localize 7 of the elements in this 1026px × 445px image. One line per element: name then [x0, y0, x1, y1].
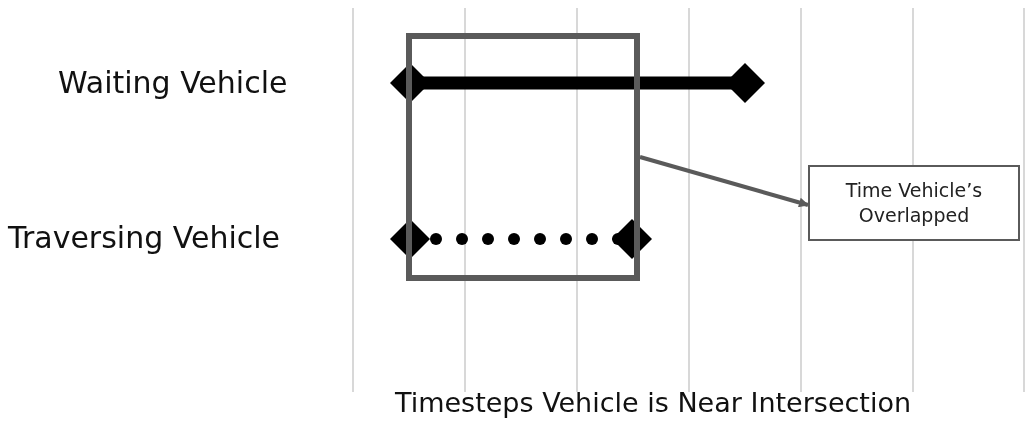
- callout-text: Time Vehicle’s Overlapped: [844, 178, 984, 228]
- axis-title: Timesteps Vehicle is Near Intersection: [395, 387, 912, 418]
- row-label: Traversing Vehicle: [8, 220, 281, 255]
- arrow: [639, 155, 809, 208]
- row-label: Waiting Vehicle: [58, 65, 288, 100]
- overlap-highlight-box: [406, 33, 640, 281]
- callout-box: [808, 165, 1020, 241]
